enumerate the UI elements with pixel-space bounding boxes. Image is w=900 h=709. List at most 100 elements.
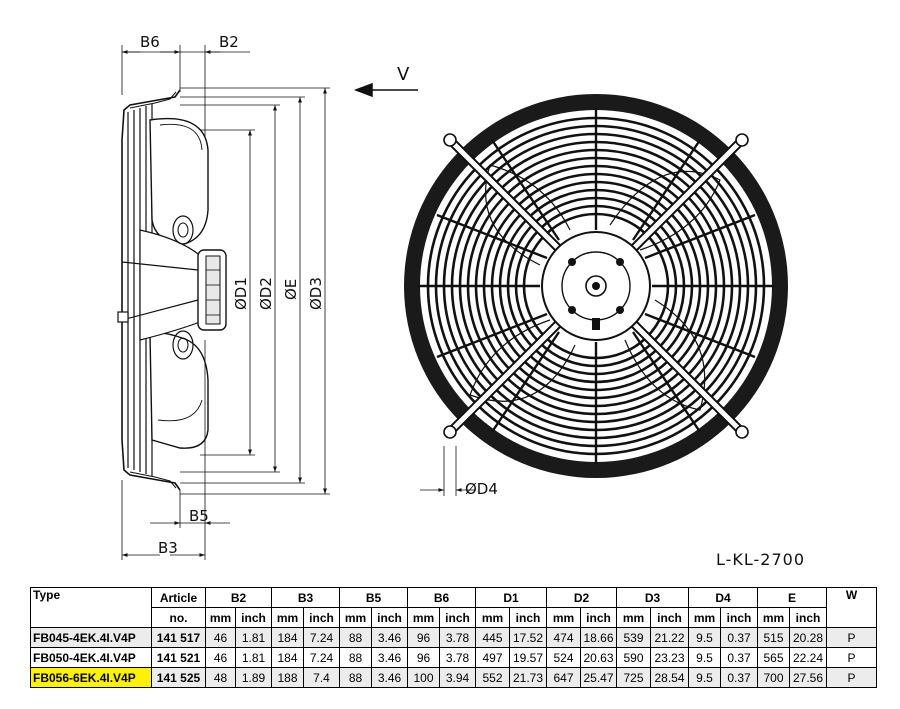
cell-d4-inch: 0.37 [720, 627, 758, 648]
header-d3: D3 [616, 587, 689, 608]
cell-d2-inch: 18.66 [580, 627, 617, 648]
cell-d2-mm: 474 [546, 627, 581, 648]
cell-d1-inch: 21.73 [509, 667, 547, 688]
unit-inch: inch [789, 607, 827, 628]
cell-b2-inch: 1.81 [235, 647, 272, 668]
label-b3: B3 [158, 539, 178, 557]
cell-d3-inch: 28.54 [650, 667, 689, 688]
unit-mm: mm [407, 607, 440, 628]
header-d1: D1 [475, 587, 547, 608]
cell-b5-inch: 3.46 [371, 647, 408, 668]
cell-b6-inch: 3.94 [439, 667, 476, 688]
cell-b5-inch: 3.46 [371, 667, 408, 688]
unit-mm: mm [339, 607, 372, 628]
cell-b3-inch: 7.4 [303, 667, 340, 688]
cell-d4-mm: 9.5 [688, 667, 721, 688]
label-d4: ØD4 [465, 480, 498, 498]
cell-d3-mm: 725 [616, 667, 651, 688]
cell-article: 141 521 [151, 647, 206, 668]
header-b6: B6 [407, 587, 476, 608]
label-b5: B5 [189, 507, 209, 525]
cell-b5-mm: 88 [339, 647, 372, 668]
header-d4: D4 [688, 587, 758, 608]
header-article: Article [151, 587, 206, 608]
cell-b2-mm: 46 [205, 627, 236, 648]
unit-mm: mm [688, 607, 721, 628]
cell-b5-mm: 88 [339, 627, 372, 648]
cell-d4-mm: 9.5 [688, 647, 721, 668]
cell-b6-inch: 3.78 [439, 627, 476, 648]
cell-d3-mm: 539 [616, 627, 651, 648]
cell-w: P [826, 667, 877, 688]
cell-type-highlighted: FB056-6EK.4I.V4P [30, 667, 152, 688]
unit-inch: inch [720, 607, 758, 628]
cell-type: FB050-4EK.4I.V4P [30, 647, 152, 668]
header-w: W [826, 587, 877, 628]
fan-technical-drawing: B6 B2 B5 B3 ØD1 ØD2 ØE ØD3 V [117, 33, 805, 569]
cell-w: P [826, 647, 877, 668]
cell-article: 141 517 [151, 627, 206, 648]
cell-b5-inch: 3.46 [371, 627, 408, 648]
cell-d1-mm: 552 [475, 667, 510, 688]
unit-mm: mm [271, 607, 304, 628]
cell-d1-inch: 17.52 [509, 627, 547, 648]
unit-inch: inch [235, 607, 272, 628]
front-view [404, 94, 788, 478]
cell-b3-mm: 184 [271, 647, 304, 668]
cell-b3-mm: 184 [271, 627, 304, 648]
header-b5: B5 [339, 587, 408, 608]
label-d3: ØD3 [307, 277, 325, 310]
unit-mm: mm [546, 607, 581, 628]
table-header-row: Type Article B2 B3 B5 B6 D1 D2 D3 D4 E W [30, 587, 877, 628]
unit-mm: mm [616, 607, 651, 628]
cell-b6-mm: 96 [407, 627, 440, 648]
cell-b2-inch: 1.81 [235, 627, 272, 648]
cell-e-mm: 515 [757, 627, 790, 648]
airflow-arrow [353, 82, 418, 98]
unit-inch: inch [303, 607, 340, 628]
label-b2: B2 [219, 33, 239, 51]
header-type: Type [30, 587, 152, 628]
cell-d4-mm: 9.5 [688, 627, 721, 648]
cell-d2-inch: 25.47 [580, 667, 617, 688]
cell-article: 141 525 [151, 667, 206, 688]
cell-e-inch: 22.24 [789, 647, 827, 668]
label-e: ØE [282, 279, 300, 300]
cell-d3-inch: 23.23 [650, 647, 689, 668]
cell-e-mm: 565 [757, 647, 790, 668]
cell-b5-mm: 88 [339, 667, 372, 688]
cell-b2-mm: 46 [205, 647, 236, 668]
cell-e-inch: 20.28 [789, 627, 827, 648]
cell-b2-inch: 1.89 [235, 667, 272, 688]
cell-d1-inch: 19.57 [509, 647, 547, 668]
cell-b3-mm: 188 [271, 667, 304, 688]
label-d2: ØD2 [257, 277, 275, 310]
drawing-reference: L-KL-2700 [716, 550, 805, 569]
cell-b6-inch: 3.78 [439, 647, 476, 668]
header-d2: D2 [546, 587, 617, 608]
cell-b3-inch: 7.24 [303, 627, 340, 648]
label-v: V [397, 64, 410, 85]
label-d1: ØD1 [232, 277, 250, 310]
cell-e-inch: 27.56 [789, 667, 827, 688]
cell-b6-mm: 96 [407, 647, 440, 668]
cell-d2-mm: 647 [546, 667, 581, 688]
unit-inch: inch [371, 607, 408, 628]
cell-w: P [826, 627, 877, 648]
header-article-no: no. [151, 607, 206, 628]
cell-d4-inch: 0.37 [720, 667, 758, 688]
cell-d3-inch: 21.22 [650, 627, 689, 648]
cell-d2-mm: 524 [546, 647, 581, 668]
cell-d4-inch: 0.37 [720, 647, 758, 668]
unit-inch: inch [580, 607, 617, 628]
cell-d2-inch: 20.63 [580, 647, 617, 668]
unit-mm: mm [205, 607, 236, 628]
cell-b2-mm: 48 [205, 667, 236, 688]
dimensions-table: Type Article B2 B3 B5 B6 D1 D2 D3 D4 E W… [30, 587, 877, 688]
cell-e-mm: 700 [757, 667, 790, 688]
side-view [117, 45, 330, 560]
table-row-highlighted: FB056-6EK.4I.V4P 141 525 48 1.89 188 7.4… [30, 667, 877, 688]
unit-mm: mm [475, 607, 510, 628]
header-b2: B2 [205, 587, 272, 608]
